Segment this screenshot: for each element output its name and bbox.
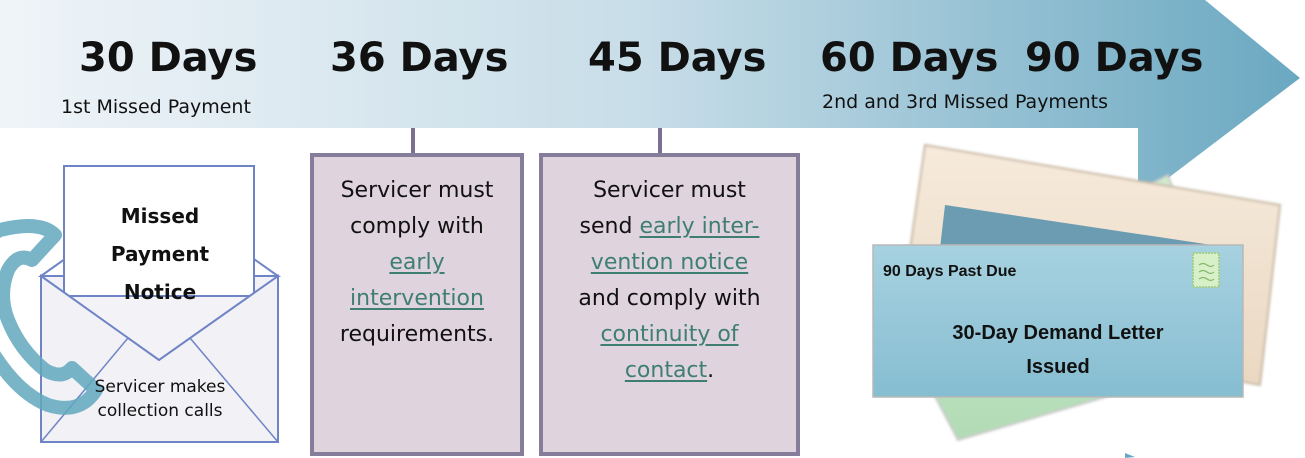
early-intervention-link-2[interactable]: intervention bbox=[350, 286, 484, 311]
notice-line-2: Payment bbox=[110, 242, 210, 266]
milestone-30-days: 30 Days bbox=[79, 35, 258, 81]
collection-calls-label: Servicer makes collection calls bbox=[60, 375, 260, 423]
letter-header: 90 Days Past Due bbox=[883, 263, 1017, 280]
box36-line-1: Servicer must bbox=[340, 178, 494, 203]
missed-payment-notice-label: Missed Payment Notice bbox=[85, 197, 235, 311]
letter-stack bbox=[872, 143, 1282, 458]
notice-line-3: Notice bbox=[123, 280, 197, 304]
continuity-of-contact-link-b[interactable]: contact bbox=[624, 358, 708, 383]
box45-line-1: Servicer must bbox=[593, 178, 746, 203]
early-intervention-notice-link-b[interactable]: vention notice bbox=[590, 250, 749, 275]
stamp-icon bbox=[1192, 252, 1220, 288]
milestone-90-days: 90 Days bbox=[1025, 35, 1204, 81]
box36-line-2: comply with bbox=[350, 214, 484, 239]
notice-line-1: Missed bbox=[120, 204, 200, 228]
early-intervention-notice-link-a[interactable]: early inter- bbox=[639, 214, 760, 239]
box45-end: . bbox=[707, 358, 715, 383]
milestone-90-caption: 2nd and 3rd Missed Payments bbox=[822, 91, 1109, 113]
box45-send: send bbox=[579, 214, 633, 239]
calls-line-1: Servicer makes bbox=[94, 377, 226, 397]
tick-45 bbox=[658, 128, 662, 153]
milestone-45-days: 45 Days bbox=[588, 35, 767, 81]
box-36-days: Servicer must comply with early interven… bbox=[310, 153, 524, 456]
box36-tail: requirements. bbox=[339, 322, 495, 347]
milestone-30-caption: 1st Missed Payment bbox=[61, 96, 251, 118]
early-intervention-link-1[interactable]: early bbox=[389, 250, 445, 275]
tick-36 bbox=[411, 128, 415, 153]
milestone-36-days: 36 Days bbox=[330, 35, 509, 81]
phone-icon bbox=[0, 219, 103, 415]
box45-middle: and comply with bbox=[578, 286, 761, 311]
milestone-60-days: 60 Days bbox=[820, 35, 999, 81]
envelope-icon bbox=[37, 165, 282, 443]
continuity-of-contact-link-a[interactable]: continuity of bbox=[600, 322, 739, 347]
calls-line-2: collection calls bbox=[97, 401, 223, 421]
box-45-days: Servicer must send early inter- vention … bbox=[539, 153, 800, 456]
letter-title-line-1: 30-Day Demand Letter bbox=[952, 322, 1164, 344]
letter-title-line-2: Issued bbox=[1026, 356, 1090, 378]
